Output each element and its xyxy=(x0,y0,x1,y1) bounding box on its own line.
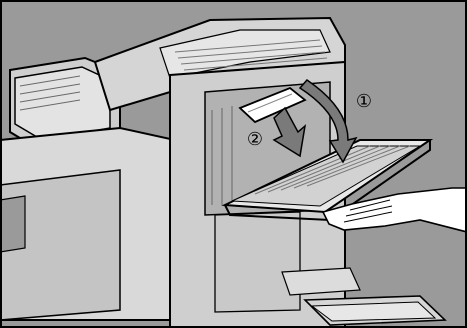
printer-body xyxy=(0,128,175,320)
step-1-label: ① xyxy=(356,91,372,112)
lower-tray xyxy=(305,296,445,325)
step-2-label: ② xyxy=(247,129,263,150)
